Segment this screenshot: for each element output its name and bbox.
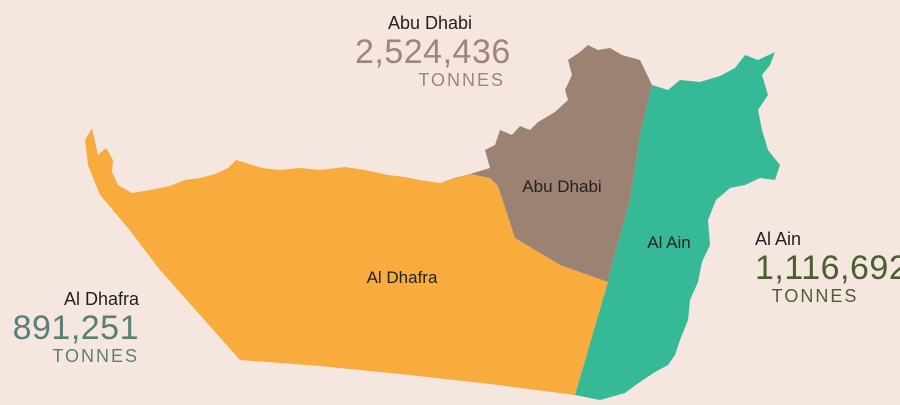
callout-unit: TONNES bbox=[418, 70, 505, 90]
region-abu-dhabi[interactable] bbox=[440, 45, 652, 282]
callout-name: Al Dhafra bbox=[63, 289, 139, 309]
callout-al-dhafra: Al Dhafra 891,251 TONNES bbox=[4, 288, 139, 366]
callout-value: 1,116,692 bbox=[755, 249, 900, 287]
callout-unit: TONNES bbox=[52, 346, 139, 366]
region-label-abu-dhabi: Abu Dhabi bbox=[522, 177, 602, 196]
region-al-ain[interactable] bbox=[575, 52, 780, 400]
callout-abu-dhabi: Abu Dhabi 2,524,436 TONNES bbox=[355, 12, 511, 90]
callout-value: 2,524,436 bbox=[355, 33, 511, 71]
callout-value: 891,251 bbox=[12, 309, 139, 347]
region-label-al-dhafra: Al Dhafra bbox=[366, 268, 438, 287]
callout-name: Al Ain bbox=[755, 229, 802, 249]
region-al-dhafra[interactable] bbox=[85, 128, 608, 395]
region-label-al-ain: Al Ain bbox=[647, 233, 691, 252]
callout-name: Abu Dhabi bbox=[387, 13, 473, 33]
callout-al-ain: Al Ain 1,116,692 TONNES bbox=[755, 228, 900, 306]
callout-unit: TONNES bbox=[771, 286, 859, 306]
